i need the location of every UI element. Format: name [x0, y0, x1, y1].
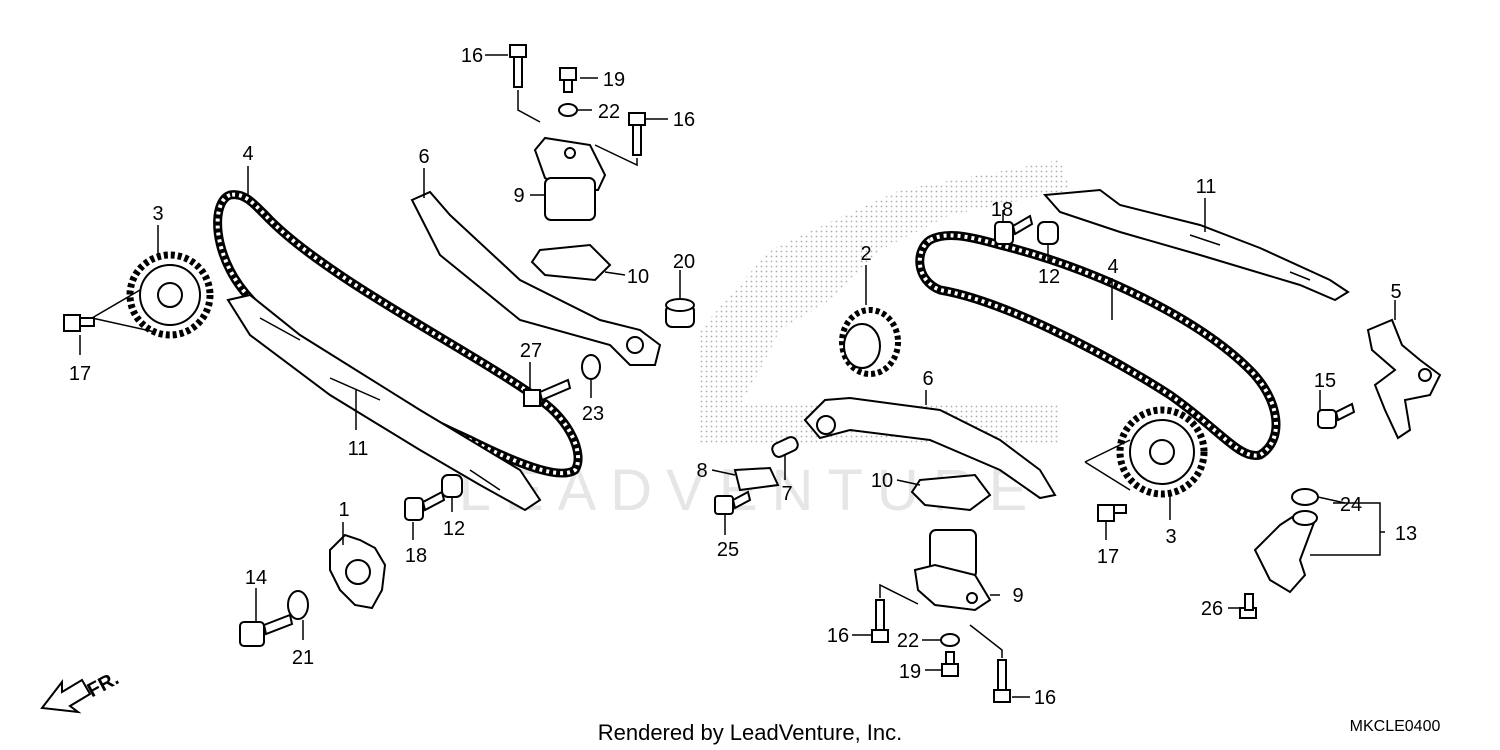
- bolt-19-upper: [559, 67, 577, 93]
- callout-17-right: 17: [1097, 546, 1119, 568]
- callout-17-left: 17: [69, 363, 91, 385]
- callout-20: 20: [673, 251, 695, 273]
- plate-8: [733, 466, 780, 492]
- collar-20: [665, 298, 695, 328]
- callout-23: 23: [582, 403, 604, 425]
- bolt-27: [523, 378, 572, 407]
- callout-9-upper: 9: [513, 185, 524, 207]
- washer-21: [287, 590, 309, 620]
- cam-sprocket-left: [126, 251, 214, 339]
- chain-guide-left: [226, 293, 542, 512]
- callout-4-right: 4: [1107, 256, 1118, 278]
- front-direction-label: FR.: [84, 667, 123, 702]
- callout-15: 15: [1314, 370, 1336, 392]
- washer-23: [581, 354, 601, 380]
- callout-3-left: 3: [152, 203, 163, 225]
- callout-5: 5: [1390, 281, 1401, 303]
- callout-14: 14: [245, 567, 267, 589]
- timing-chain-right: [915, 231, 1281, 460]
- callout-11-left: 11: [348, 438, 369, 460]
- callout-18-left: 18: [405, 545, 427, 567]
- callout-labels: 16 19 22 16 9 10 6 4 3 17 11 20 27 23 18…: [69, 45, 1417, 709]
- cam-chain-tensioner-upper: [533, 136, 607, 221]
- footer-credit: Rendered by LeadVenture, Inc.: [598, 720, 903, 745]
- callout-8: 8: [696, 460, 707, 482]
- callout-16-upper-a: 16: [461, 45, 483, 67]
- callout-19-lower: 19: [899, 661, 921, 683]
- bolt-25: [714, 490, 752, 515]
- washer-22-upper: [558, 103, 578, 117]
- callout-6-lower: 6: [922, 368, 933, 390]
- bolt-18-right: [994, 214, 1034, 245]
- bolt-26: [1239, 593, 1257, 619]
- sensor-13: [1253, 510, 1318, 594]
- bolt-19-lower: [941, 651, 959, 677]
- tensioner-arm-lower: [803, 396, 1057, 500]
- callout-1: 1: [338, 499, 349, 521]
- diagram-code: MKCLE0400: [1350, 718, 1441, 735]
- bolt-16-lower-a: [871, 599, 889, 643]
- tensioner-gasket-lower: [910, 473, 992, 512]
- callout-3-right: 3: [1165, 526, 1176, 548]
- callout-10-upper: 10: [627, 266, 649, 288]
- callout-11-right: 11: [1196, 176, 1217, 198]
- tensioner-gasket-upper: [530, 243, 612, 282]
- callout-12-left: 12: [443, 518, 465, 540]
- bolt-17-right: [1097, 504, 1127, 522]
- cam-chain-tensioner-lower: [913, 529, 992, 612]
- timing-chain-left: [213, 190, 583, 478]
- callout-7: 7: [781, 483, 792, 505]
- callout-19-upper: 19: [603, 69, 625, 91]
- front-direction-arrow: FR.: [40, 667, 123, 714]
- callout-18-right: 18: [991, 199, 1013, 221]
- collar-12-left: [441, 474, 463, 498]
- callout-16-lower-b: 16: [1034, 687, 1056, 709]
- callout-21: 21: [292, 647, 314, 669]
- callout-22-upper: 22: [598, 101, 620, 123]
- callout-27: 27: [520, 340, 542, 362]
- chain-guide-right: [1042, 188, 1350, 302]
- bolt-14: [239, 613, 294, 647]
- bracket-5: [1366, 318, 1442, 440]
- washer-22-lower: [940, 633, 960, 647]
- bolt-16-upper-a: [509, 44, 527, 88]
- bolt-16-lower-b: [993, 659, 1011, 703]
- bolt-18-left: [404, 490, 446, 521]
- callout-16-lower-a: 16: [827, 625, 849, 647]
- collar-12-right: [1037, 221, 1059, 245]
- callout-9-lower: 9: [1012, 585, 1023, 607]
- callout-25: 25: [717, 539, 739, 561]
- bolt-17-left: [63, 314, 95, 332]
- callout-2: 2: [860, 243, 871, 265]
- callout-22-lower: 22: [897, 630, 919, 652]
- callout-10-lower: 10: [871, 470, 893, 492]
- callout-13: 13: [1395, 523, 1417, 545]
- callout-26: 26: [1201, 598, 1223, 620]
- callout-16-upper-b: 16: [673, 109, 695, 131]
- crank-sprocket-2: [839, 307, 901, 377]
- callout-24: 24: [1340, 494, 1362, 516]
- callout-4-left: 4: [242, 143, 253, 165]
- pin-7: [771, 436, 799, 458]
- callout-12-right: 12: [1038, 266, 1060, 288]
- stipple-shading: [700, 160, 1070, 445]
- callout-6-upper: 6: [418, 146, 429, 168]
- cam-sprocket-right: [1116, 406, 1208, 498]
- o-ring-24: [1291, 488, 1319, 506]
- bolt-15: [1317, 402, 1356, 429]
- tensioner-arm-upper: [410, 190, 662, 366]
- bolt-16-upper-b: [628, 112, 646, 156]
